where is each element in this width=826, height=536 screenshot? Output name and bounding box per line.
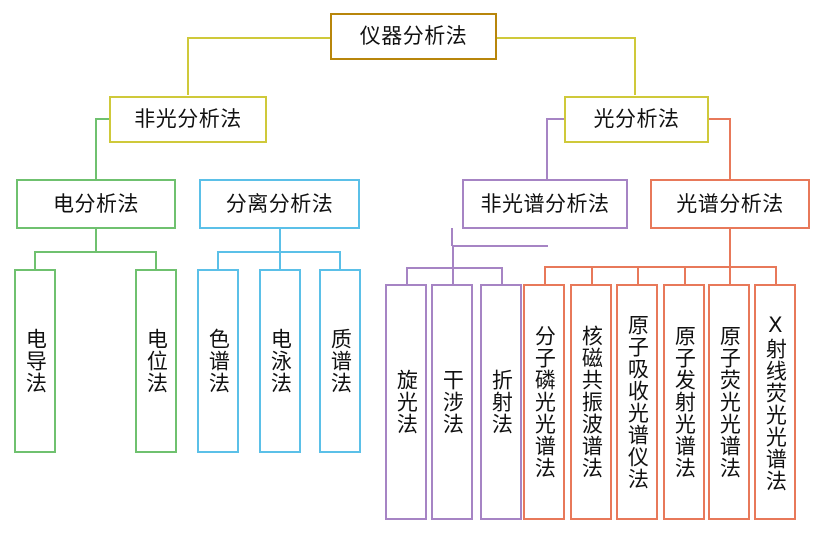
node-spectral-label: 光谱分析法 (676, 191, 784, 216)
node-electro[interactable]: 电分析法 (16, 179, 176, 229)
node-optical-label: 光分析法 (593, 107, 680, 132)
node-spectral[interactable]: 光谱分析法 (650, 179, 810, 229)
leaf-label: 电位法 (144, 328, 169, 394)
connector-root-left-v (187, 37, 189, 95)
leaf-spectral-2[interactable]: 原子吸收光谱仪法 (616, 284, 658, 520)
leaf-spectral-4[interactable]: 原子荧光光谱法 (708, 284, 750, 520)
leaf-label: 分子磷光光谱法 (532, 325, 557, 479)
leaf-separation-2[interactable]: 质谱法 (319, 269, 361, 453)
leaf-label: 原子发射光谱法 (672, 325, 697, 479)
connector-separation-drop-2 (339, 251, 341, 269)
connector-nonspectral-riser (452, 245, 454, 268)
leaf-label: 原子荧光光谱法 (717, 325, 742, 479)
connector-spectral-drop-0 (544, 266, 546, 284)
leaf-label: 旋光法 (394, 369, 419, 435)
connector-nonspectral-drop-0 (406, 267, 408, 284)
connector-nonoptical-electro-v (95, 118, 97, 179)
connector-spectral-bus (544, 266, 776, 268)
node-nonspectral[interactable]: 非光谱分析法 (462, 179, 628, 229)
leaf-separation-1[interactable]: 电泳法 (259, 269, 301, 453)
leaf-spectral-3[interactable]: 原子发射光谱法 (663, 284, 705, 520)
connector-separation-drop-0 (217, 251, 219, 269)
leaf-label: 电导法 (23, 328, 48, 394)
leaf-separation-0[interactable]: 色谱法 (197, 269, 239, 453)
connector-nonspectral-drop-2 (501, 267, 503, 284)
leaf-label: 电泳法 (268, 328, 293, 394)
connector-root-right-h (497, 37, 636, 39)
connector-separation-drop-1 (279, 251, 281, 269)
connector-electro-bus (34, 251, 157, 253)
connector-electro-drop-0 (34, 251, 36, 269)
leaf-electro-0[interactable]: 电导法 (14, 269, 56, 453)
node-nonoptical[interactable]: 非光分析法 (109, 96, 267, 143)
node-nonspectral-label: 非光谱分析法 (480, 191, 610, 216)
connector-nonoptical-electro-h (95, 118, 110, 120)
connector-separation-stem (279, 228, 281, 252)
connector-electro-stem (95, 228, 97, 252)
connector-nonspectral-stem (451, 228, 453, 246)
connector-spectral-drop-1 (591, 266, 593, 284)
node-optical[interactable]: 光分析法 (564, 96, 709, 143)
connector-root-right-v (634, 37, 636, 95)
connector-electro-drop-1 (155, 251, 157, 269)
connector-optical-spectral-h (709, 118, 731, 120)
node-separation-label: 分离分析法 (225, 191, 334, 216)
leaf-label: 原子吸收光谱仪法 (625, 314, 650, 490)
node-separation[interactable]: 分离分析法 (199, 179, 360, 229)
leaf-spectral-0[interactable]: 分子磷光光谱法 (523, 284, 565, 520)
leaf-spectral-5[interactable]: X射线荧光光谱法 (754, 284, 796, 520)
leaf-label: 核磁共振波谱法 (579, 325, 604, 479)
leaf-electro-1[interactable]: 电位法 (135, 269, 177, 453)
node-root[interactable]: 仪器分析法 (330, 13, 497, 60)
connector-nonspectral-elbow (452, 245, 548, 247)
leaf-label: 质谱法 (328, 328, 353, 394)
connector-spectral-stem (729, 228, 731, 267)
leaf-label: 色谱法 (206, 328, 231, 394)
leaf-label: X射线荧光光谱法 (763, 312, 788, 492)
connector-optical-nonspectral-v (546, 118, 548, 179)
connector-spectral-drop-3 (684, 266, 686, 284)
connector-nonspectral-drop-1 (452, 267, 454, 284)
leaf-label: 干涉法 (440, 369, 465, 435)
connector-spectral-drop-4 (729, 266, 731, 284)
leaf-spectral-1[interactable]: 核磁共振波谱法 (570, 284, 612, 520)
connector-optical-nonspectral-h (546, 118, 564, 120)
connector-nonspectral-bus (406, 267, 503, 269)
leaf-nonspectral-1[interactable]: 干涉法 (431, 284, 473, 520)
node-nonoptical-label: 非光分析法 (134, 107, 242, 132)
connector-spectral-drop-5 (775, 266, 777, 284)
connector-spectral-drop-2 (637, 266, 639, 284)
leaf-nonspectral-2[interactable]: 折射法 (480, 284, 522, 520)
leaf-label: 折射法 (489, 369, 514, 435)
leaf-nonspectral-0[interactable]: 旋光法 (385, 284, 427, 520)
node-electro-label: 电分析法 (53, 191, 139, 216)
connector-root-left-h (187, 37, 330, 39)
node-root-label: 仪器分析法 (359, 24, 468, 49)
connector-optical-spectral-v (729, 118, 731, 179)
